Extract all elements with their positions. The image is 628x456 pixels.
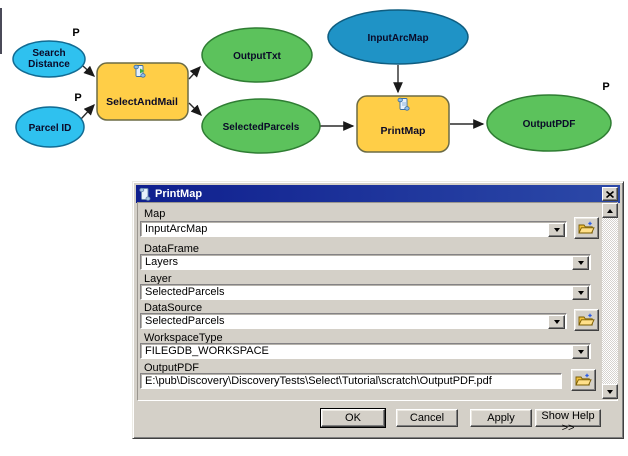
connector-selectandmail-selectedparcels [188,102,202,116]
chevron-down-icon [577,291,584,295]
model-node-search-distance[interactable]: Search Distance [12,40,86,78]
node-label: Search [32,48,65,59]
apply-button[interactable]: Apply [470,409,532,427]
script-tool-icon [139,187,151,201]
model-node-input-arc-map[interactable]: InputArcMap [327,9,469,65]
model-node-output-pdf[interactable]: OutputPDF [486,94,612,152]
field-label-outputpdf: OutputPDF [144,362,200,374]
open-folder-icon [578,313,595,326]
field-label-datasource: DataSource [144,302,203,314]
printmap-dialog: PrintMap Map InputArcMap DataFrame [132,181,624,439]
dialog-titlebar[interactable]: PrintMap [136,185,620,203]
node-label: SelectedParcels [223,122,300,133]
chevron-down-icon [577,261,584,265]
chevron-down-icon [577,350,584,354]
node-label: SelectAndMail [106,96,178,108]
screen-edge-artifact [0,8,2,54]
model-node-selected-parcels[interactable]: SelectedParcels [201,98,321,154]
datasource-dropdown-button[interactable] [548,315,565,329]
model-node-parcel-id[interactable]: Parcel ID [15,106,85,148]
scroll-up-button[interactable] [602,203,618,218]
field-label-workspacetype: WorkspaceType [144,332,223,344]
connector-parcelid-selectandmail [80,103,95,120]
workspacetype-combobox[interactable]: FILEGDB_WORKSPACE [140,343,591,359]
field-label-layer: Layer [144,273,172,285]
model-node-select-and-mail[interactable]: SelectAndMail [96,62,189,121]
node-label: OutputPDF [523,119,576,130]
scroll-down-button[interactable] [602,384,618,399]
datasource-browse-button[interactable] [574,309,599,331]
open-folder-icon [575,373,592,386]
chevron-down-icon [553,228,560,232]
map-combobox[interactable]: InputArcMap [140,221,567,237]
script-tool-icon [397,97,410,111]
dataframe-value: Layers [145,256,179,268]
model-diagram: Search Distance P Parcel ID P SelectAndM… [12,9,612,154]
outputpdf-browse-button[interactable] [571,369,596,391]
field-label-dataframe: DataFrame [144,243,200,255]
param-marker-parcel-id: P [74,92,81,104]
node-label: Parcel ID [29,123,72,134]
layer-value: SelectedParcels [145,286,225,298]
dataframe-combobox[interactable]: Layers [140,254,591,270]
outputpdf-value: E:\pub\Discovery\DiscoveryTests\Select\T… [145,375,492,387]
dialog-title: PrintMap [155,188,203,200]
close-icon [606,190,614,198]
workspacetype-value: FILEGDB_WORKSPACE [145,345,269,357]
arrow-down-icon [607,389,613,394]
node-label: OutputTxt [233,51,281,62]
workspacetype-dropdown-button[interactable] [572,345,589,359]
script-tool-icon [133,64,146,78]
connector-searchdistance-selectandmail [82,65,96,77]
vertical-scrollbar[interactable] [602,203,618,399]
outputpdf-input[interactable]: E:\pub\Discovery\DiscoveryTests\Select\T… [140,373,562,389]
map-value: InputArcMap [145,223,208,235]
dataframe-dropdown-button[interactable] [572,256,589,270]
ok-button[interactable]: OK [320,408,386,428]
node-label: PrintMap [381,125,426,137]
arrow-up-icon [607,208,613,213]
node-label: InputArcMap [367,33,428,44]
show-help-button[interactable]: Show Help >> [535,409,601,434]
close-button[interactable] [602,187,618,201]
model-node-print-map[interactable]: PrintMap [356,95,450,153]
field-label-map: Map [144,208,166,220]
datasource-combobox[interactable]: SelectedParcels [140,313,567,329]
param-marker-output-pdf: P [602,81,609,93]
model-node-output-txt[interactable]: OutputTxt [201,27,313,83]
layer-dropdown-button[interactable] [572,286,589,300]
node-label: Distance [28,59,70,70]
cancel-button[interactable]: Cancel [396,409,458,427]
chevron-down-icon [553,320,560,324]
scrollbar-track[interactable] [602,218,618,384]
map-browse-button[interactable] [574,217,599,239]
open-folder-icon [578,221,595,234]
datasource-value: SelectedParcels [145,315,225,327]
param-marker-search-distance: P [72,27,79,39]
map-dropdown-button[interactable] [548,223,565,237]
connector-selectandmail-outputtxt [188,65,201,80]
layer-combobox[interactable]: SelectedParcels [140,284,591,300]
dialog-button-row: OK Cancel Apply Show Help >> [133,408,623,434]
